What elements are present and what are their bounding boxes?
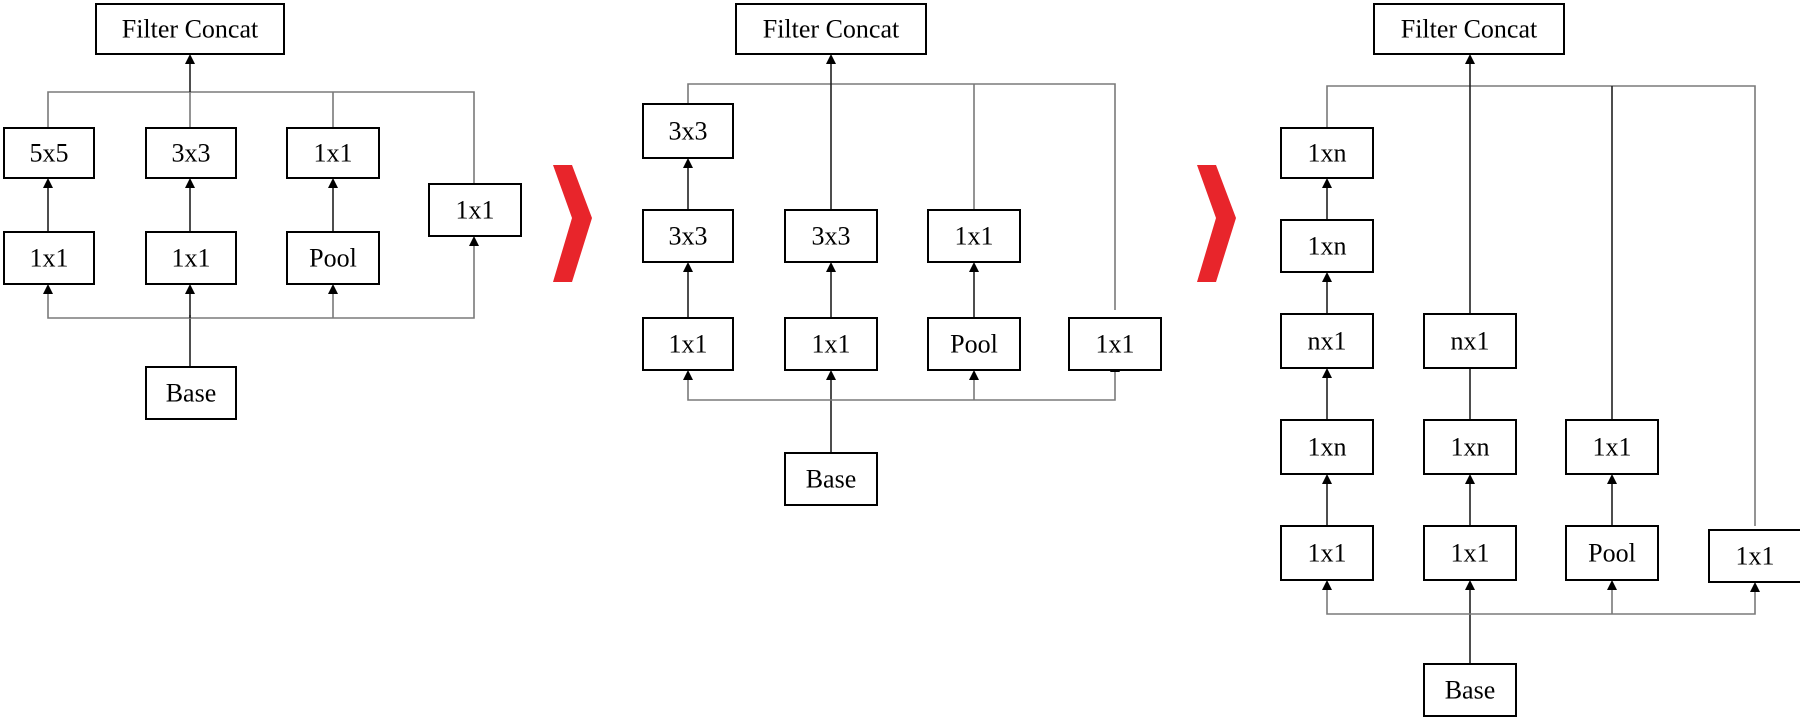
p1-pool-box: Pool [286, 231, 380, 285]
svg-text:Base: Base [1445, 676, 1496, 705]
p3-concat-bus [1326, 85, 1756, 526]
p1-1x1-branch1-box: 1x1 [3, 231, 95, 285]
panel-1-inception-a: Filter Concat 5x5 3x3 1x1 1x1 1x1 1x1 P [3, 3, 522, 420]
p3-1xn-l5-box: 1xn [1280, 127, 1374, 179]
panel-3-inception-c: Filter Concat 1xn 1xn nx1 nx1 1xn 1xn 1 [1280, 3, 1800, 717]
p2-1x1-branch1-box: 1x1 [642, 317, 734, 371]
p1-5x5-box: 5x5 [3, 127, 95, 179]
svg-text:3x3: 3x3 [669, 222, 708, 251]
p1-base-bus [47, 244, 475, 319]
svg-text:Base: Base [166, 379, 217, 408]
svg-text:nx1: nx1 [1308, 327, 1347, 356]
svg-text:1xn: 1xn [1308, 232, 1347, 261]
p3-concat-arrowhead [1465, 54, 1475, 64]
svg-text:1x1: 1x1 [1593, 433, 1632, 462]
p2-base-bus [687, 370, 1116, 401]
svg-text:1xn: 1xn [1451, 433, 1490, 462]
p3-base-box: Base [1423, 663, 1517, 717]
svg-text:3x3: 3x3 [812, 222, 851, 251]
svg-text:1x1: 1x1 [1308, 539, 1347, 568]
svg-text:1x1: 1x1 [172, 244, 211, 273]
svg-text:1x1: 1x1 [669, 330, 708, 359]
svg-text:1x1: 1x1 [955, 222, 994, 251]
p2-3x3-branch2-box: 3x3 [784, 209, 878, 263]
p3-nx1-branch2-box: nx1 [1423, 313, 1517, 369]
svg-text:3x3: 3x3 [172, 139, 211, 168]
red-chevron-arrow-icon [553, 165, 592, 282]
p2-concat-bus [687, 83, 1116, 310]
p3-1x1-single-box: 1x1 [1708, 529, 1800, 583]
p3-filter-concat-box: Filter Concat [1373, 3, 1565, 55]
svg-text:Filter Concat: Filter Concat [763, 15, 900, 44]
p2-1x1-after-pool-box: 1x1 [927, 209, 1021, 263]
p3-1x1-branch1-box: 1x1 [1280, 525, 1374, 581]
p2-pool-box: Pool [927, 317, 1021, 371]
p1-concat-arrowhead [185, 54, 195, 64]
svg-text:Filter Concat: Filter Concat [122, 15, 259, 44]
p1-concat-bus [47, 91, 475, 184]
p3-1xn-l4-box: 1xn [1280, 219, 1374, 273]
svg-text:1x1: 1x1 [456, 196, 495, 225]
svg-text:3x3: 3x3 [669, 117, 708, 146]
p3-1xn-branch1-box: 1xn [1280, 419, 1374, 475]
p1-1x1-single-box: 1x1 [428, 183, 522, 237]
svg-text:1xn: 1xn [1308, 433, 1347, 462]
p1-3x3-box: 3x3 [145, 127, 237, 179]
svg-text:1x1: 1x1 [30, 244, 69, 273]
p3-base-bus [1326, 588, 1756, 615]
p1-base-box: Base [145, 366, 237, 420]
p2-1x1-branch2-box: 1x1 [784, 317, 878, 371]
svg-text:Pool: Pool [1588, 539, 1636, 568]
p3-1x1-branch2-box: 1x1 [1423, 525, 1517, 581]
svg-text:nx1: nx1 [1451, 327, 1490, 356]
svg-text:1x1: 1x1 [1736, 542, 1775, 571]
p3-nx1-branch1-box: nx1 [1280, 313, 1374, 369]
p1-1x1-branch2-box: 1x1 [145, 231, 237, 285]
p2-filter-concat-box: Filter Concat [735, 3, 927, 55]
svg-text:5x5: 5x5 [30, 139, 69, 168]
p3-pool-box: Pool [1565, 525, 1659, 581]
p2-1x1-single-box: 1x1 [1068, 317, 1162, 371]
svg-text:1x1: 1x1 [1096, 330, 1135, 359]
p2-base-box: Base [784, 452, 878, 506]
p3-1x1-after-pool-box: 1x1 [1565, 419, 1659, 475]
svg-text:1x1: 1x1 [314, 139, 353, 168]
svg-text:Pool: Pool [950, 330, 998, 359]
red-chevron-arrow-icon [1197, 165, 1236, 282]
svg-text:1xn: 1xn [1308, 139, 1347, 168]
p3-1xn-branch2-box: 1xn [1423, 419, 1517, 475]
svg-text:Pool: Pool [309, 244, 357, 273]
svg-text:Base: Base [806, 465, 857, 494]
panel-2-inception-b: Filter Concat 3x3 3x3 3x3 1x1 1x1 1x1 P [642, 3, 1162, 506]
p1-filter-concat-box: Filter Concat [95, 3, 285, 55]
svg-text:1x1: 1x1 [812, 330, 851, 359]
p1-1x1-after-pool-box: 1x1 [286, 127, 380, 179]
svg-text:Filter Concat: Filter Concat [1401, 15, 1538, 44]
p2-3x3-branch1-box: 3x3 [642, 209, 734, 263]
svg-text:1x1: 1x1 [1451, 539, 1490, 568]
p2-concat-arrowhead [826, 54, 836, 64]
p2-3x3-top-box: 3x3 [642, 103, 734, 159]
